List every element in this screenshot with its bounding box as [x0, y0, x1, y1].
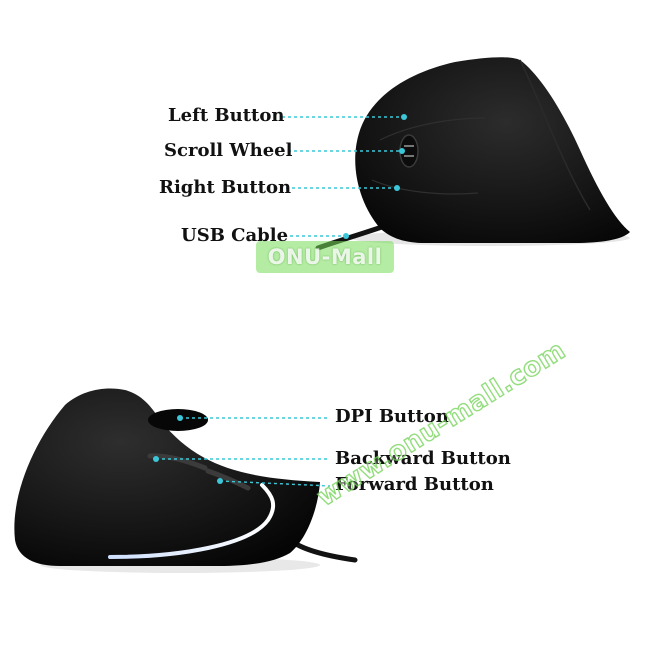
label-backward-button: Backward Button: [335, 448, 511, 469]
callouts: [156, 116, 404, 487]
forward-button-part: [205, 468, 251, 491]
label-right-button: Right Button: [159, 177, 292, 198]
label-forward-button: Forward Button: [335, 474, 494, 495]
watermark-badge: ONU-Mall: [256, 241, 394, 273]
callout-dots: [153, 114, 407, 484]
callout-forward-button: [219, 480, 331, 487]
bottom-mouse: [14, 388, 358, 573]
bottom-mouse-body: [14, 388, 321, 566]
label-usb-cable: USB Cable: [181, 225, 289, 246]
label-scroll-wheel: Scroll Wheel: [164, 140, 293, 161]
top-mouse: [315, 57, 630, 251]
bottom-mouse-cable: [287, 537, 358, 563]
top-mouse-body: [355, 57, 630, 243]
label-left-button: Left Button: [168, 105, 285, 126]
led-strip: [108, 483, 276, 559]
label-dpi-button: DPI Button: [335, 406, 449, 427]
backward-button-part: [147, 453, 208, 471]
